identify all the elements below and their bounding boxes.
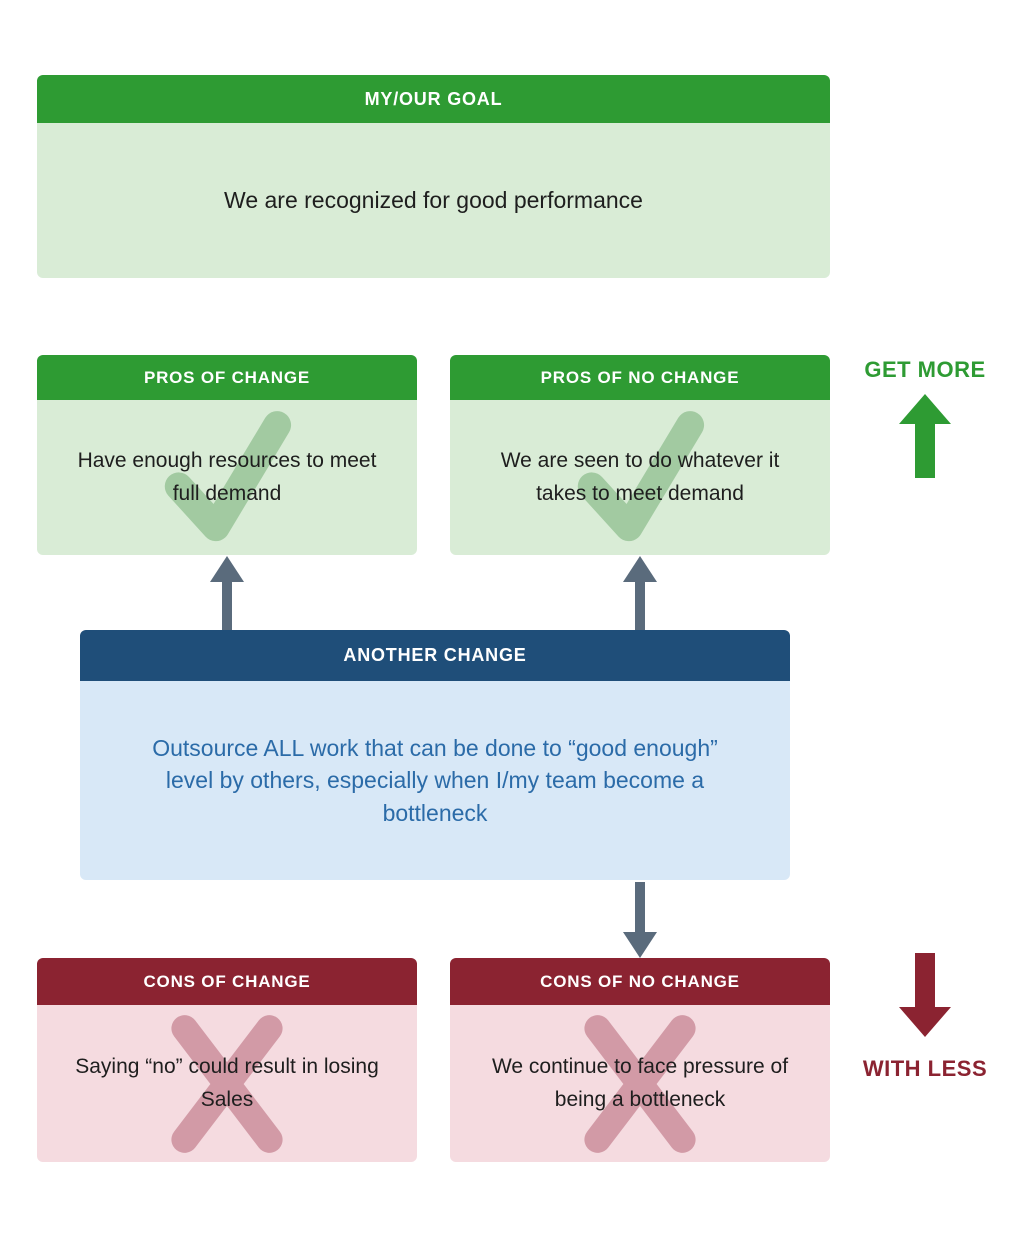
another-change-box: ANOTHER CHANGE Outsource ALL work that c… [80,630,790,880]
pros-of-change-header: PROS OF CHANGE [37,355,417,400]
with-less-label: WITH LESS [862,1056,988,1081]
down-arrow-icon [623,882,657,963]
cons-of-change-body: Saying “no” could result in losing Sales [37,1005,417,1162]
cons-of-change-box: CONS OF CHANGE Saying “no” could result … [37,958,417,1162]
another-change-text: Outsource ALL work that can be done to “… [152,734,718,826]
pros-of-no-change-text: We are seen to do whatever it takes to m… [500,448,780,505]
another-change-header: ANOTHER CHANGE [80,630,790,681]
goal-text: We are recognized for good performance [224,187,643,213]
cons-of-change-text: Saying “no” could result in losing Sales [75,1054,379,1111]
up-arrow-icon [210,556,244,635]
cons-of-no-change-header: CONS OF NO CHANGE [450,958,830,1005]
cons-of-no-change-body: We continue to face pressure of being a … [450,1005,830,1162]
goal-header: MY/OUR GOAL [37,75,830,123]
pros-of-change-text: Have enough resources to meet full deman… [77,448,377,505]
goal-box: MY/OUR GOAL We are recognized for good p… [37,75,830,278]
with-less-down-arrow-icon [899,953,951,1042]
another-change-body: Outsource ALL work that can be done to “… [80,681,790,880]
get-more-label: GET MORE [864,357,986,382]
up-arrow-icon [623,556,657,635]
get-more-up-arrow-icon [899,394,951,483]
cons-of-no-change-text: We continue to face pressure of being a … [491,1054,789,1111]
pros-of-no-change-header: PROS OF NO CHANGE [450,355,830,400]
pros-of-change-body: Have enough resources to meet full deman… [37,400,417,555]
goal-body: We are recognized for good performance [37,123,830,278]
pros-of-no-change-box: PROS OF NO CHANGE We are seen to do what… [450,355,830,555]
cons-of-no-change-box: CONS OF NO CHANGE We continue to face pr… [450,958,830,1162]
cons-of-change-header: CONS OF CHANGE [37,958,417,1005]
pros-of-change-box: PROS OF CHANGE Have enough resources to … [37,355,417,555]
pros-of-no-change-body: We are seen to do whatever it takes to m… [450,400,830,555]
